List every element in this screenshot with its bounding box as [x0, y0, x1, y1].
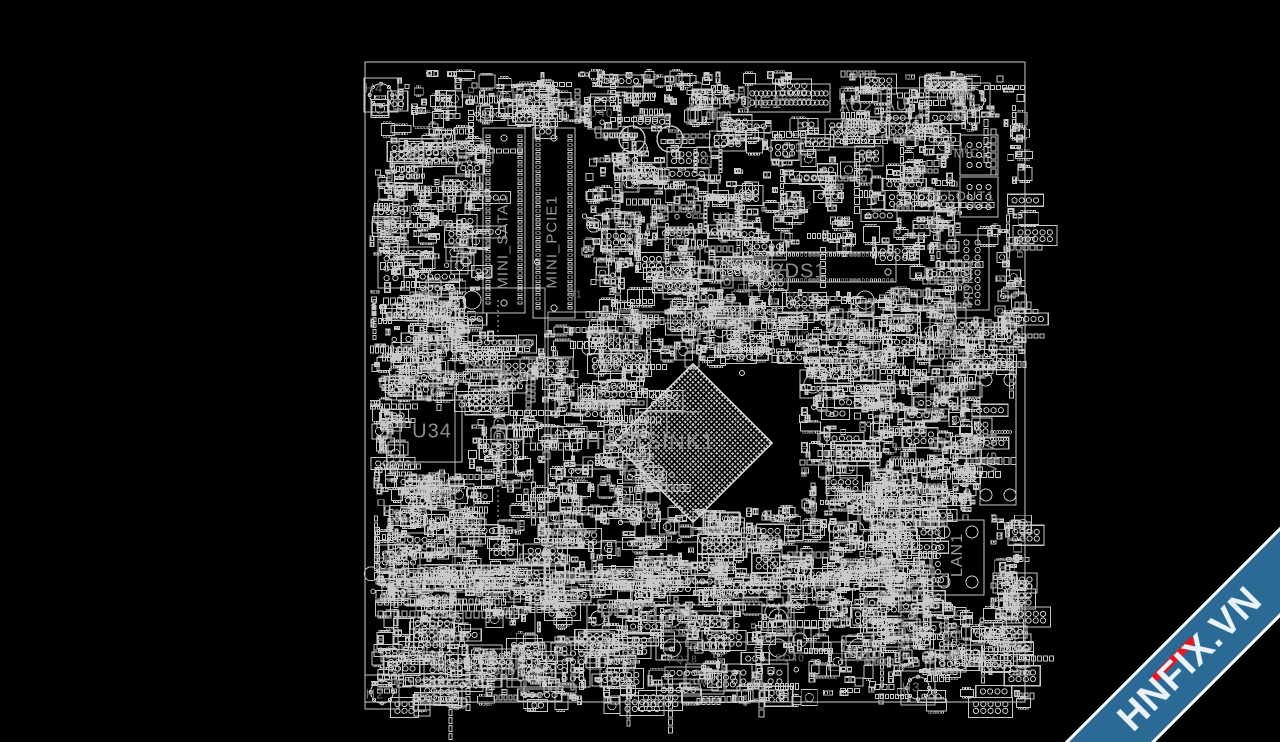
watermark-text: HNFIX.VN: [1109, 578, 1271, 740]
watermark: HNFIX.VN: [1050, 512, 1280, 742]
